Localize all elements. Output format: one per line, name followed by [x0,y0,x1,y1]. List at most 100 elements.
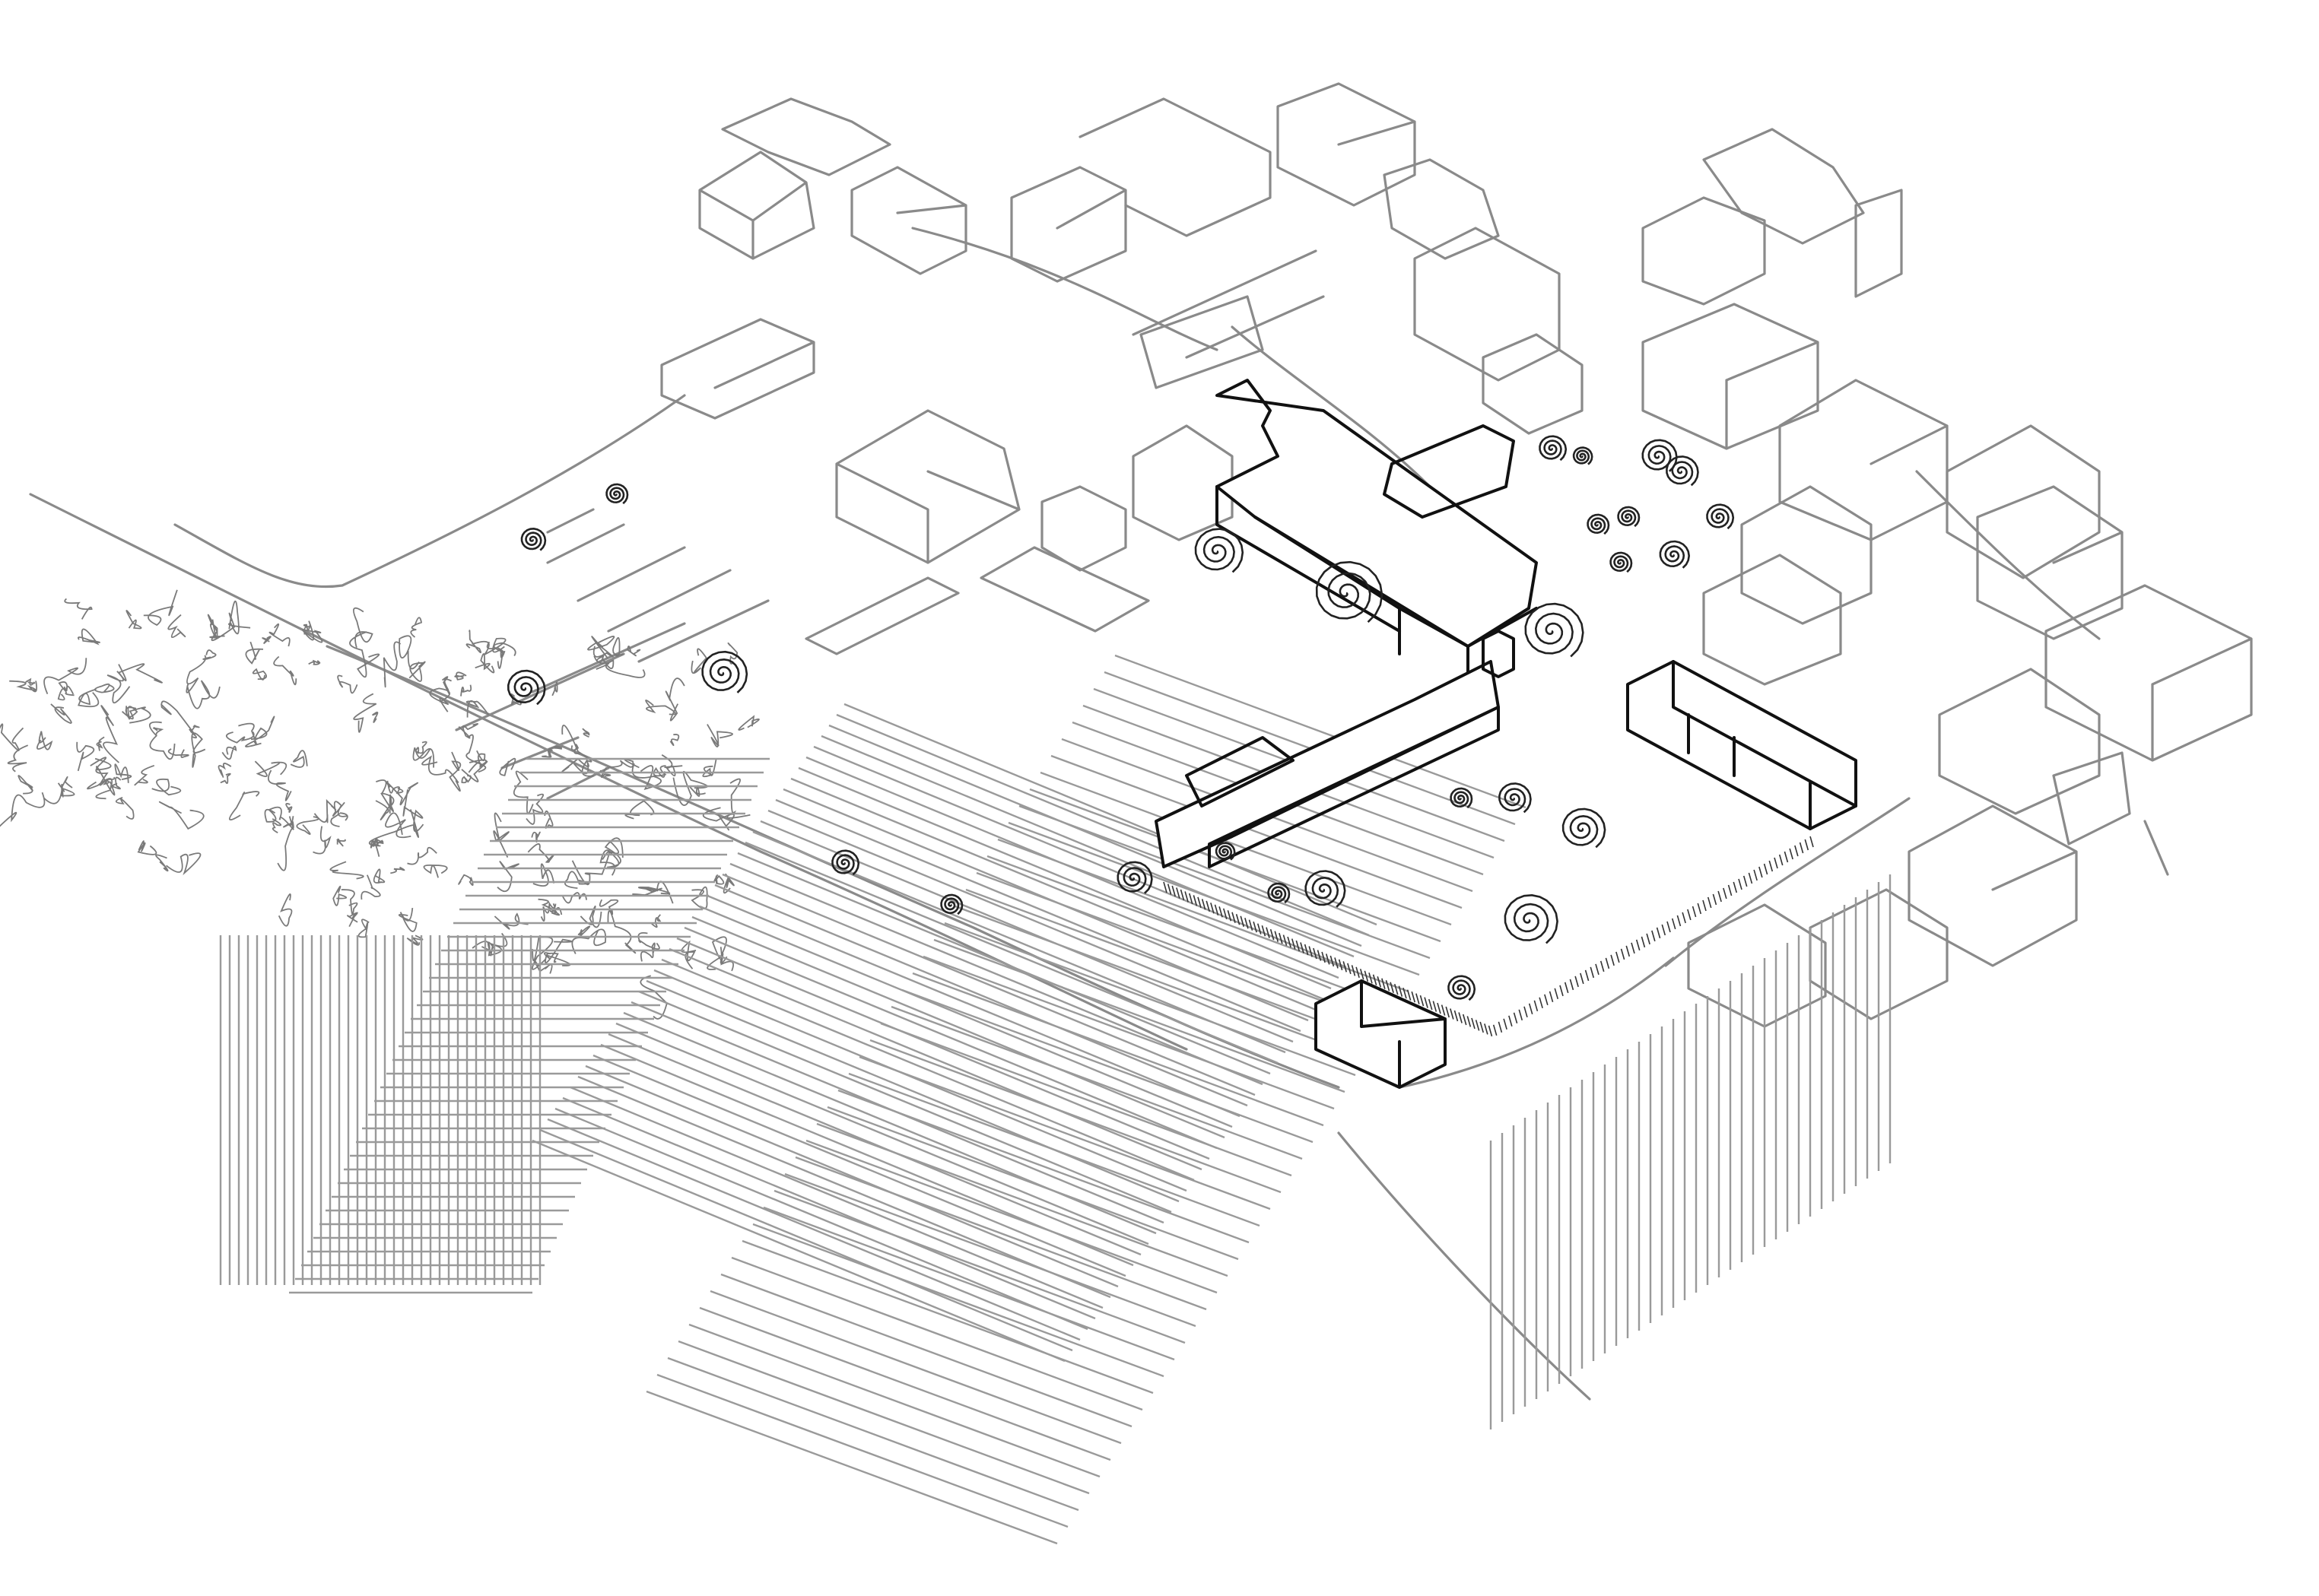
garden-wall-hatch [1235,914,1241,925]
garden-wall-hatch [1266,927,1270,938]
garden-wall-hatch [1424,997,1428,1008]
garden-wall-hatch [1445,1006,1450,1018]
garden-wall-hatch [1707,896,1712,909]
context-building [1383,158,1500,260]
field-row [623,1011,1157,1235]
garden-wall-hatch [1692,906,1697,918]
field-row [646,979,1180,1203]
tree-spiral [1450,787,1473,809]
field-row [790,777,1324,1001]
context-building [1908,804,2078,967]
garden-wall-hatch [1428,998,1433,1011]
garden-wall-hatch [1789,848,1793,860]
field-row [729,862,1263,1086]
garden-wall-hatch [1479,1021,1484,1033]
context-building [1976,485,2124,640]
garden-wall-hatch [1351,965,1356,976]
field-row [745,841,1279,1065]
garden-wall-hatch [1218,906,1223,918]
cloister-arcade [1208,706,1500,868]
garden-wall-hatch [1712,893,1717,906]
garden-wall-hatch [1419,995,1425,1007]
garden-wall-hatch [1544,994,1549,1006]
field-row [742,1239,1154,1395]
field-row [570,1086,1104,1309]
garden-wall-hatch [1513,1012,1518,1024]
garden-wall-hatch [1411,991,1415,1003]
garden-wall-hatch [1646,933,1650,945]
garden-wall-hatch [1498,1021,1503,1033]
garden-wall-hatch [1717,890,1722,903]
tree-spiral [831,849,860,876]
bell-tower [1482,630,1515,678]
garden-wall-hatch [1590,966,1595,979]
garden-wall-hatch [1733,881,1738,893]
context-building [1132,424,1234,541]
tree-spiral [701,650,748,693]
garden-wall-hatch [1676,915,1682,927]
garden-wall-hatch [1758,866,1763,878]
context-building [1641,196,1766,306]
tree-spiral [1539,435,1568,462]
garden-wall-hatch [1188,893,1193,905]
garden-wall-hatch [1503,1018,1507,1030]
field-row [577,1075,1111,1299]
garden-wall-hatch [1768,860,1774,872]
garden-wall-hatch [1210,903,1215,914]
tree-spiral [1706,503,1735,530]
garden-wall-hatch [1253,921,1257,933]
garden-wall-hatch [1533,1000,1539,1012]
garden-wall-hatch [1523,1006,1528,1018]
field-row [891,1005,1303,1160]
field-row [944,922,1356,1077]
east-road [2143,820,2169,876]
field-row [678,1340,1090,1495]
field-row [795,1156,1207,1311]
tree-spiral [1659,540,1691,569]
garden-wall-hatch [1180,889,1185,901]
field-row [763,1206,1175,1361]
garden-wall-hatch [1381,978,1386,989]
garden-wall-hatch [1372,974,1377,985]
garden-wall-hatch [1171,885,1177,897]
north-wing-annex [1383,424,1515,519]
garden-wall-hatch [1338,959,1343,971]
main-road-outer-edge [29,493,1188,1051]
tree-spiral [1617,506,1641,528]
tree-spiral [1498,782,1532,814]
garden-wall-hatch [1406,989,1412,1001]
garden-wall-hatch [1471,1017,1476,1030]
garden-wall-hatch [1385,980,1390,992]
tree-spiral [1215,842,1236,861]
garden-wall-hatch [1398,985,1403,997]
field-row [1018,804,1431,960]
garden-wall-hatch [1809,836,1814,848]
garden-wall-hatch [1240,915,1245,927]
field-row [714,884,1248,1107]
garden-wall-hatch [1304,944,1309,956]
garden-wall-hatch [1794,845,1799,857]
fields [219,654,1892,1545]
garden-wall-hatch [1342,961,1348,973]
garden-wall-hatch [1441,1004,1446,1016]
parking-area [455,508,960,800]
context-building [2044,584,2253,762]
garden-wall-hatch [1687,909,1692,921]
garden-wall-hatch [1554,988,1559,1000]
garden-wall-hatch [1784,851,1789,863]
garden-wall-hatch [1256,923,1262,934]
garden-wall-hatch [1437,1002,1441,1014]
lower-road-left [1337,1131,1591,1401]
tree-spiral [1572,446,1593,465]
garden-wall-hatch [1656,927,1661,939]
parking-line [637,599,770,663]
garden-wall-hatch [1214,904,1219,916]
tree-spiral [605,483,629,505]
garden-wall-hatch [1167,884,1172,895]
tree-spiral [520,527,547,551]
garden-wall-hatch [1432,1001,1437,1012]
garden-wall-hatch [1778,854,1784,866]
garden-wall-hatch [1574,976,1579,988]
field-row [923,955,1335,1110]
tree-spiral [1524,602,1584,658]
